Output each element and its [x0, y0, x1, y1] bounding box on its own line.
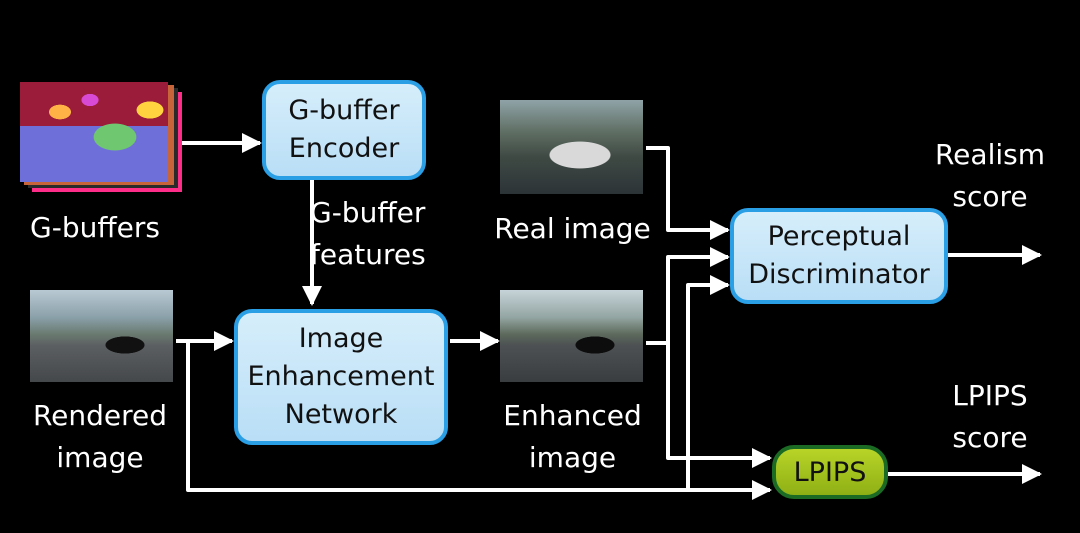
node-perceptual-discriminator: Perceptual Discriminator	[730, 208, 948, 304]
label-lpips-score: LPIPS score	[952, 379, 1028, 454]
node-lpips: LPIPS	[772, 445, 888, 499]
label-real-image: Real image	[494, 212, 651, 245]
label-gbuffers: G-buffers	[30, 211, 160, 244]
arrow-rendered-to-discriminator	[686, 275, 730, 490]
label-gbuffer-features: G-buffer features	[310, 196, 426, 271]
label-realism-score: Realism score	[934, 138, 1045, 213]
real-image	[500, 100, 643, 194]
label-enhanced-image: Enhanced image	[503, 399, 642, 474]
node-gbuffer-encoder: G-buffer Encoder	[262, 80, 426, 180]
enhanced-image	[500, 290, 643, 382]
node-image-enhancement-network: Image Enhancement Network	[234, 309, 448, 445]
arrow-rendered-to-lpips	[186, 341, 772, 500]
gbuffer-image	[20, 82, 168, 182]
label-rendered-image: Rendered image	[32, 399, 168, 474]
arrow-real-to-discriminator	[646, 146, 730, 240]
arrow-enhanced-to-lpips	[666, 343, 772, 468]
rendered-image	[30, 290, 173, 382]
arrow-enhanced-to-discriminator	[646, 247, 730, 345]
